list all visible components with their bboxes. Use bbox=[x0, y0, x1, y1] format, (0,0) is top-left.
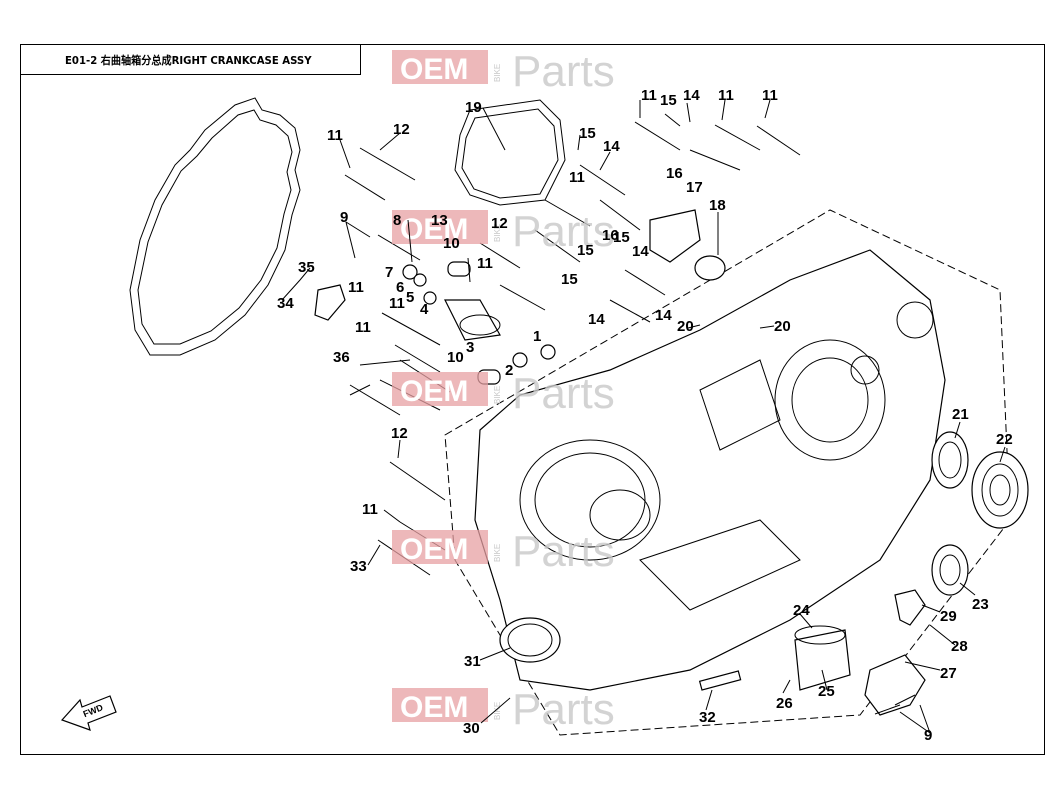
callout-12c: 12 bbox=[391, 425, 408, 442]
callout-15e: 15 bbox=[613, 229, 630, 246]
callout-26: 26 bbox=[776, 695, 793, 712]
callout-12a: 12 bbox=[393, 121, 410, 138]
callout-11c: 11 bbox=[718, 87, 734, 104]
watermark-oem: OEM bbox=[400, 533, 468, 566]
callout-28: 28 bbox=[951, 638, 968, 655]
watermark: OEM BIKE Parts OEM BIKE Parts OEM BIKE P… bbox=[392, 47, 615, 734]
diagram-frame bbox=[20, 44, 1045, 755]
watermark-parts: Parts bbox=[512, 207, 615, 256]
oil-seal-31 bbox=[499, 617, 561, 663]
callout-17: 17 bbox=[686, 179, 703, 196]
callout-27: 27 bbox=[940, 665, 957, 682]
callout-24: 24 bbox=[793, 602, 810, 619]
callout-16b: 16 bbox=[602, 227, 619, 244]
watermark-parts: Parts bbox=[512, 685, 615, 734]
callout-5: 5 bbox=[406, 289, 414, 306]
pin-32 bbox=[698, 670, 742, 691]
callout-20a: 20 bbox=[677, 318, 694, 335]
watermark-oem: OEM bbox=[400, 691, 468, 724]
callout-10: 10 bbox=[443, 235, 460, 252]
callout-36: 36 bbox=[333, 349, 350, 366]
watermark-parts: Parts bbox=[512, 47, 615, 96]
oil-seal-21 bbox=[931, 431, 969, 489]
watermark-bike: BIKE bbox=[493, 224, 502, 242]
callout-20b: 20 bbox=[774, 318, 791, 335]
callout-35: 35 bbox=[298, 259, 315, 276]
watermark-parts: Parts bbox=[512, 527, 615, 576]
callout-22: 22 bbox=[996, 431, 1013, 448]
callout-32: 32 bbox=[699, 709, 716, 726]
callout-15d: 15 bbox=[561, 271, 578, 288]
callout-18: 18 bbox=[709, 197, 726, 214]
callout-8: 8 bbox=[393, 212, 401, 229]
right-crankcase bbox=[474, 249, 946, 691]
callout-1: 1 bbox=[533, 328, 541, 345]
callout-15c: 15 bbox=[577, 242, 594, 259]
callout-11h: 11 bbox=[355, 319, 371, 336]
page-title: E01-2 右曲轴箱分总成RIGHT CRANKCASE ASSY bbox=[65, 53, 312, 67]
callout-14e: 14 bbox=[632, 243, 649, 260]
clip-29 bbox=[894, 589, 926, 626]
callout-21: 21 bbox=[952, 406, 969, 423]
callout-11d: 11 bbox=[762, 87, 778, 104]
callout-9b: 9 bbox=[924, 727, 932, 744]
callouts: 1 2 3 4 5 6 7 8 9 9 10 10 11 11 11 11 11… bbox=[277, 87, 1013, 744]
watermark-oem: OEM bbox=[400, 213, 468, 246]
callout-29: 29 bbox=[940, 608, 957, 625]
watermark-bike: BIKE bbox=[493, 702, 502, 720]
callout-15b: 15 bbox=[579, 125, 596, 142]
title-box: E01-2 右曲轴箱分总成RIGHT CRANKCASE ASSY bbox=[20, 44, 361, 75]
leader-lines bbox=[281, 99, 1006, 734]
callout-3: 3 bbox=[466, 339, 474, 356]
bracket-35 bbox=[314, 284, 346, 321]
callout-14a: 14 bbox=[683, 87, 700, 104]
callout-2: 2 bbox=[505, 362, 513, 379]
sleeve-bush bbox=[794, 625, 851, 691]
callout-25: 25 bbox=[818, 683, 835, 700]
callout-7: 7 bbox=[385, 264, 393, 281]
callout-12b: 12 bbox=[491, 215, 508, 232]
bearing-23 bbox=[931, 544, 969, 596]
cover-gasket bbox=[454, 99, 566, 206]
crankcase-gasket bbox=[129, 97, 301, 356]
callout-11b: 11 bbox=[641, 87, 657, 104]
bearing-22 bbox=[971, 451, 1029, 529]
callout-11a: 11 bbox=[327, 127, 343, 144]
callout-11f: 11 bbox=[477, 255, 493, 272]
tensioner-assembly bbox=[402, 209, 726, 385]
callout-31: 31 bbox=[464, 653, 481, 670]
plate-27 bbox=[864, 654, 926, 716]
callout-19: 19 bbox=[465, 99, 482, 116]
watermark-oem: OEM bbox=[400, 53, 468, 86]
crankcase-outline-dashed bbox=[444, 209, 1011, 736]
watermark-bike: BIKE bbox=[493, 386, 502, 404]
callout-11g: 11 bbox=[348, 279, 364, 296]
callout-10b: 10 bbox=[447, 349, 464, 366]
callout-14c: 14 bbox=[588, 311, 605, 328]
fwd-arrow: FWD bbox=[60, 695, 117, 731]
callout-11i: 11 bbox=[362, 501, 378, 518]
callout-16a: 16 bbox=[666, 165, 683, 182]
callout-11j: 11 bbox=[389, 295, 405, 312]
callout-9: 9 bbox=[340, 209, 348, 226]
callout-33: 33 bbox=[350, 558, 367, 575]
callout-6: 6 bbox=[396, 279, 404, 296]
callout-14d: 14 bbox=[655, 307, 672, 324]
callout-14b: 14 bbox=[603, 138, 620, 155]
callout-11e: 11 bbox=[569, 169, 585, 186]
callout-30: 30 bbox=[463, 720, 480, 737]
callout-34: 34 bbox=[277, 295, 294, 312]
callout-13: 13 bbox=[431, 212, 448, 229]
watermark-bike: BIKE bbox=[493, 64, 502, 82]
watermark-parts: Parts bbox=[512, 369, 615, 418]
watermark-oem: OEM bbox=[400, 375, 468, 408]
callout-23: 23 bbox=[972, 596, 989, 613]
watermark-bike: BIKE bbox=[493, 544, 502, 562]
callout-4: 4 bbox=[420, 301, 429, 318]
callout-15a: 15 bbox=[660, 92, 677, 109]
